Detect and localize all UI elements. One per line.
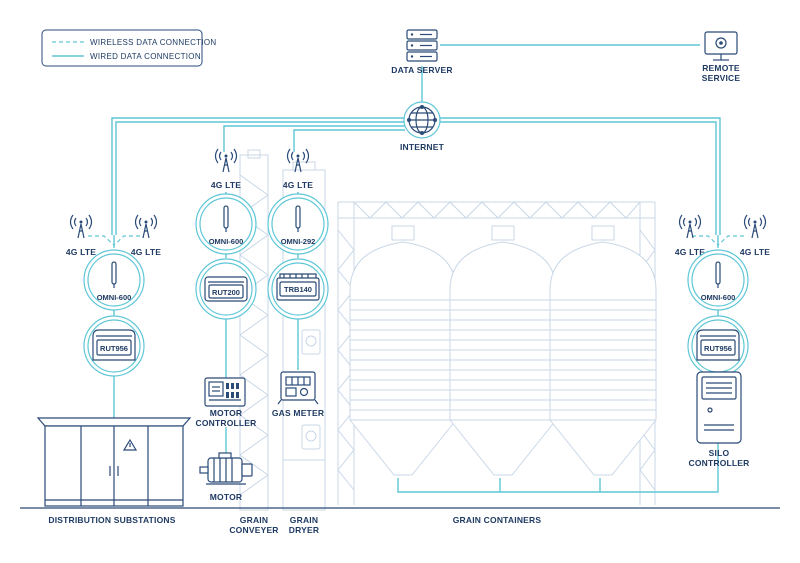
cell-tower-icon <box>214 148 238 173</box>
lte-label: 4G LTE <box>283 180 313 190</box>
controller-cabinet-icon <box>696 371 742 444</box>
antenna-icon <box>715 261 721 288</box>
motor-controller-label-line2: CONTROLLER <box>195 418 256 428</box>
grain-conveyor-tower <box>239 149 269 511</box>
cell-tower-icon <box>743 214 767 239</box>
lte-tower-trb140: 4G LTE <box>283 148 313 190</box>
rut956-label: RUT956 <box>100 344 128 353</box>
router-icon <box>204 276 248 302</box>
rut956-left: RUT956 <box>83 315 145 377</box>
control-panel-icon <box>204 377 246 407</box>
lte-label: 4G LTE <box>740 247 770 257</box>
motor: MOTOR <box>199 452 253 502</box>
legend: WIRELESS DATA CONNECTION WIRED DATA CONN… <box>41 29 216 67</box>
lte-tower-right-b: 4G LTE <box>740 214 770 257</box>
antenna-icon <box>111 261 117 288</box>
antenna-icon <box>223 205 229 232</box>
router-icon <box>696 329 740 361</box>
motor-controller: MOTOR CONTROLLER <box>195 377 256 428</box>
cell-tower-icon <box>134 214 158 239</box>
rut956-label: RUT956 <box>704 344 732 353</box>
electric-motor-icon <box>199 452 253 485</box>
wireless-connections <box>88 235 744 246</box>
legend-wireless-label: WIRELESS DATA CONNECTION <box>90 38 216 47</box>
cell-tower-icon <box>678 214 702 239</box>
omni-292: OMNI-292 <box>267 193 329 255</box>
lte-label: 4G LTE <box>211 180 241 190</box>
omni-600-label: OMNI-600 <box>209 237 244 246</box>
trb140-label: TRB140 <box>284 285 312 294</box>
substation-building-icon <box>36 417 192 507</box>
rut956-right: RUT956 <box>687 315 749 377</box>
lte-tower-left-a: 4G LTE <box>66 214 96 257</box>
gateway-icon <box>276 273 320 301</box>
cell-tower-icon <box>69 214 93 239</box>
lte-label: 4G LTE <box>66 247 96 257</box>
gas-meter-label: GAS METER <box>272 408 324 418</box>
omni-600-label: OMNI-600 <box>97 293 132 302</box>
dryer-label-line1: GRAIN <box>290 515 318 525</box>
wired-connections <box>111 44 721 493</box>
dryer-label-line2: DRYER <box>289 525 319 535</box>
cell-tower-icon <box>286 148 310 173</box>
silo-1 <box>349 225 457 476</box>
router-icon <box>92 329 136 361</box>
omni-600-right: OMNI-600 <box>687 249 749 311</box>
conveyor-label-line1: GRAIN <box>240 515 268 525</box>
internet: INTERNET <box>400 101 445 152</box>
omni-600-label: OMNI-600 <box>701 293 736 302</box>
rut200-label: RUT200 <box>212 288 240 297</box>
silo-2 <box>449 225 557 476</box>
legend-wired-label: WIRED DATA CONNECTION <box>90 52 201 61</box>
remote-service: REMOTE SERVICE <box>702 31 741 83</box>
motor-controller-label-line1: MOTOR <box>210 408 242 418</box>
silo-controller-label-line2: CONTROLLER <box>688 458 749 468</box>
gas-meter: GAS METER <box>272 371 324 418</box>
monitor-gear-icon <box>704 31 738 61</box>
globe-icon <box>403 101 441 139</box>
motor-label: MOTOR <box>210 492 242 502</box>
silo-controller: SILO CONTROLLER <box>688 371 749 468</box>
data-server-label: DATA SERVER <box>391 65 452 75</box>
lte-tower-rut200: 4G LTE <box>211 148 241 190</box>
grain-containers <box>349 225 657 476</box>
rut200: RUT200 <box>195 258 257 320</box>
containers-label: GRAIN CONTAINERS <box>453 515 542 525</box>
lte-tower-right-a: 4G LTE <box>675 214 705 257</box>
data-server: DATA SERVER <box>391 29 453 75</box>
substations-label: DISTRIBUTION SUBSTATIONS <box>48 515 175 525</box>
distribution-substation <box>36 417 192 507</box>
silo-3 <box>549 225 657 476</box>
conveyor-label-line2: CONVEYER <box>229 525 278 535</box>
remote-service-label-line1: REMOTE <box>702 63 740 73</box>
omni-292-label: OMNI-292 <box>281 237 316 246</box>
server-icon <box>406 29 438 62</box>
gas-meter-icon <box>277 371 319 405</box>
lte-tower-left-b: 4G LTE <box>131 214 161 257</box>
lte-label: 4G LTE <box>675 247 705 257</box>
omni-600-left: OMNI-600 <box>83 249 145 311</box>
silo-controller-label-line1: SILO <box>709 448 730 458</box>
antenna-icon <box>295 205 301 232</box>
omni-600-mid: OMNI-600 <box>195 193 257 255</box>
trb140: TRB140 <box>267 258 329 320</box>
internet-label: INTERNET <box>400 142 445 152</box>
remote-service-label-line2: SERVICE <box>702 73 741 83</box>
lte-label: 4G LTE <box>131 247 161 257</box>
grain-dryer-tower <box>282 161 326 511</box>
